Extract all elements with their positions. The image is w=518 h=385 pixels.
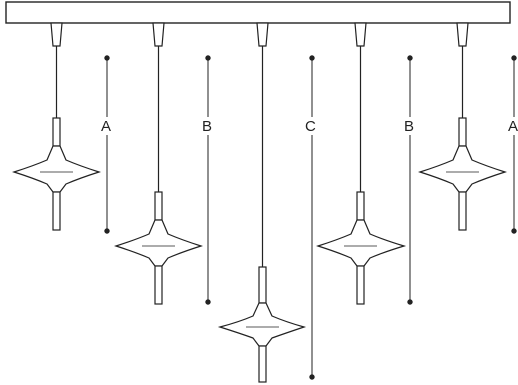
pendant-lamp-a-left — [12, 22, 101, 231]
dimension-label-b-right: B — [404, 118, 414, 135]
dimension-line-a-right — [511, 55, 517, 234]
dimension-label-a-left: A — [101, 118, 111, 135]
dimension-line-a-left — [104, 55, 110, 234]
ceiling-canopy — [5, 1, 511, 24]
dimension-label-c: C — [305, 118, 316, 135]
dimension-line-b-right — [407, 55, 413, 305]
pendant-lamp-c-center — [217, 22, 307, 383]
pendant-lamp-b-left — [114, 22, 203, 305]
pendant-lamp-b-right — [316, 22, 407, 305]
pendant-lamp-a-right — [418, 22, 507, 231]
dimension-label-a-right: A — [508, 118, 518, 135]
dimension-line-b-left — [205, 55, 211, 305]
dimension-label-b-left: B — [202, 118, 212, 135]
dimension-line-c — [309, 55, 315, 380]
